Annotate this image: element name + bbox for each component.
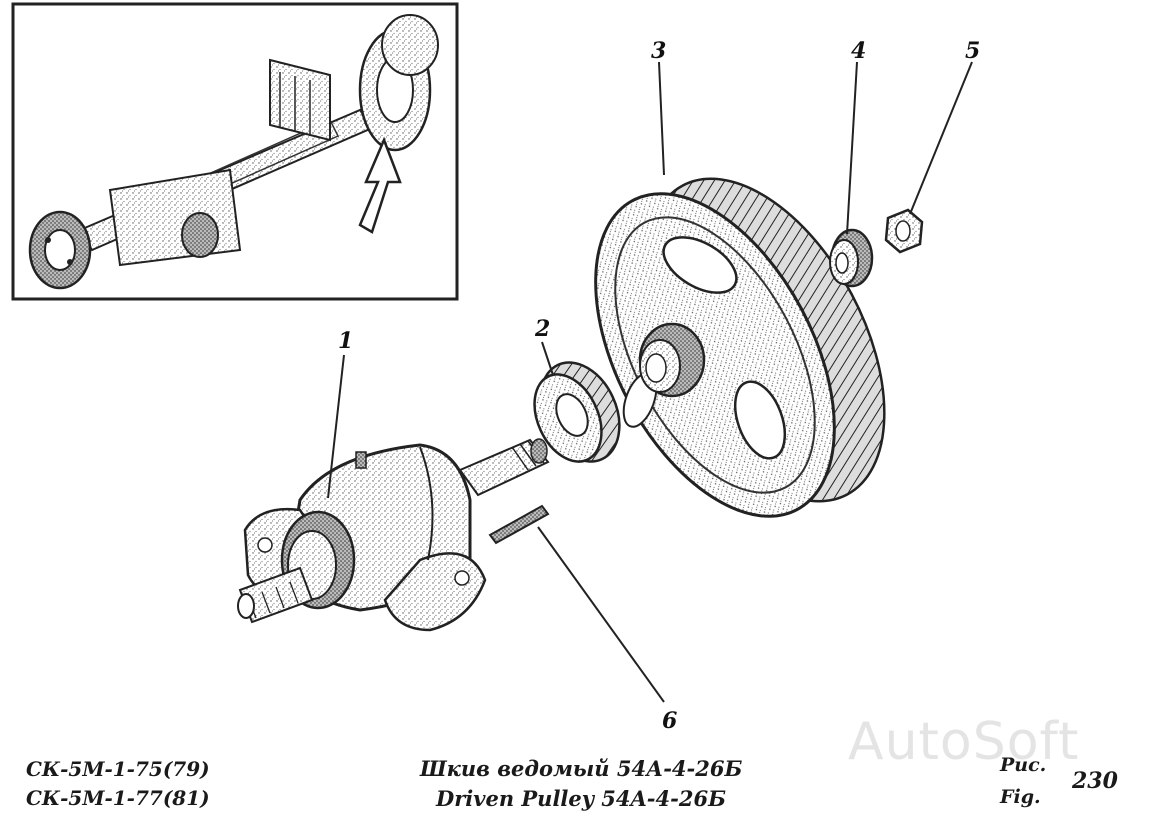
part-hex-nut — [884, 208, 924, 254]
leader-lines — [327, 61, 973, 703]
part-driven-pulley — [594, 177, 886, 518]
model-line-2: СК-5М-1-77(81) — [26, 786, 210, 810]
part-gear-ring — [533, 361, 621, 463]
callout-3: 3 — [651, 38, 666, 64]
callout-1: 1 — [338, 328, 353, 354]
model-line-1: СК-5М-1-75(79) — [26, 757, 210, 781]
watermark: AutoSoft — [848, 712, 1080, 772]
callout-5: 5 — [965, 38, 980, 64]
title-english: Driven Pulley 54A-4-26Б — [436, 786, 727, 811]
figure-number: 230 — [1072, 768, 1118, 794]
callout-2: 2 — [534, 316, 550, 342]
callout-6: 6 — [662, 708, 677, 734]
figure-label-ru: Рис. — [1000, 754, 1047, 776]
callout-4: 4 — [851, 38, 866, 64]
title-russian: Шкив ведомый 54А-4-26Б — [420, 756, 743, 781]
figure-label-en: Fig. — [1000, 786, 1041, 808]
part-key — [488, 504, 550, 545]
inset-overview — [11, 2, 459, 301]
part-castle-nut — [829, 228, 874, 288]
part-bearing-housing — [237, 438, 550, 632]
